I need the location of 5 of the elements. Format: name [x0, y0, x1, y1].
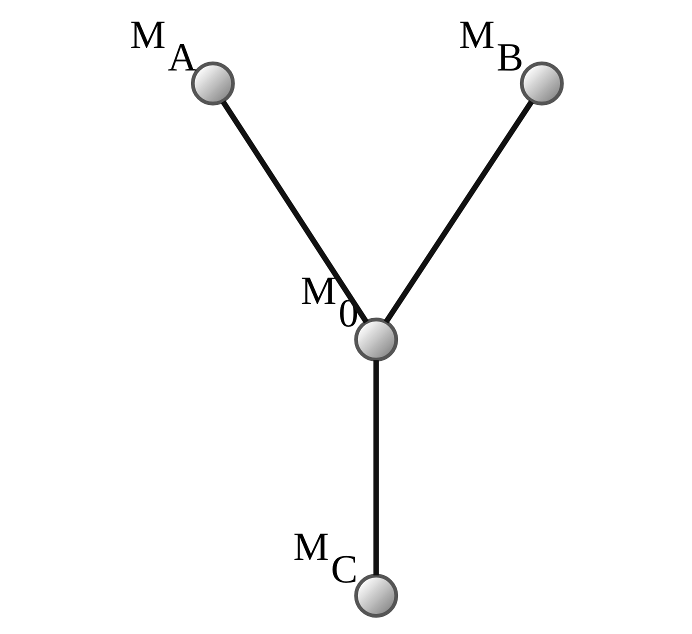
node-circle — [520, 62, 564, 106]
connector — [373, 360, 379, 576]
node-circle — [354, 574, 398, 618]
connector — [220, 100, 369, 324]
connector — [384, 100, 534, 324]
